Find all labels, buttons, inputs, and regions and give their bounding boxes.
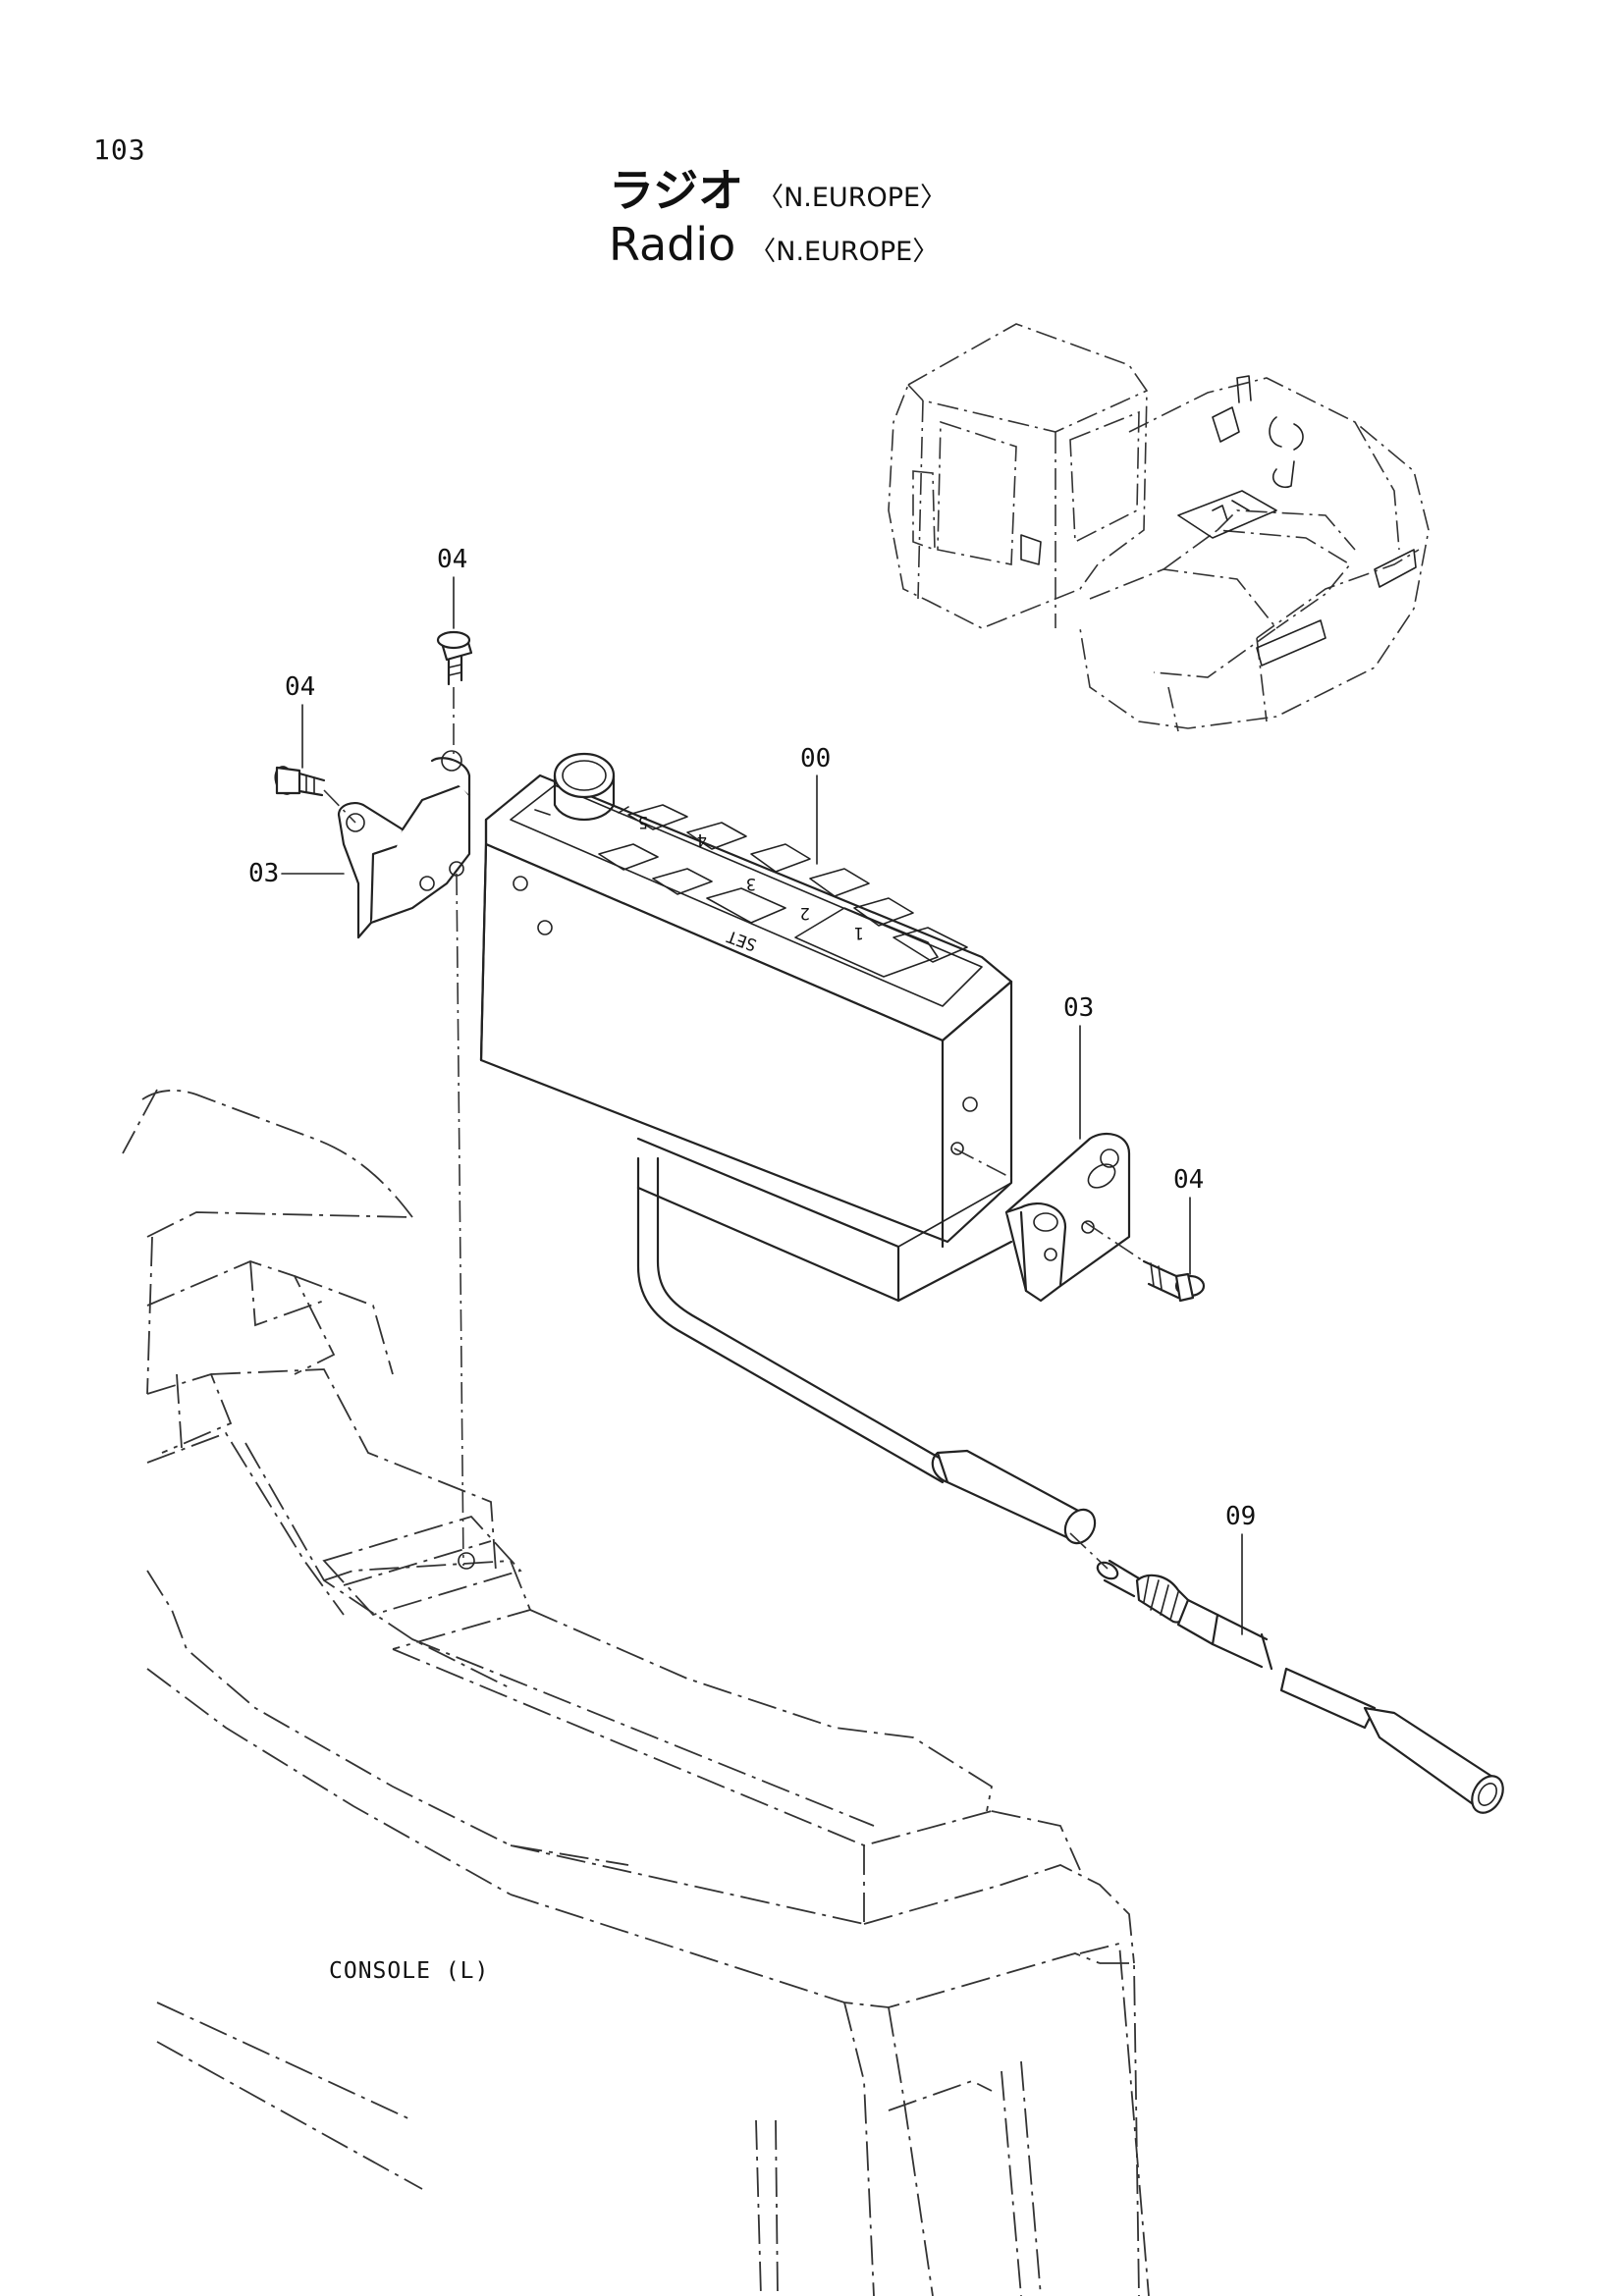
callout-bracket-right: 03 (1063, 993, 1094, 1023)
assembly-lines (323, 687, 1145, 1570)
button-4-label: 4 (697, 829, 707, 849)
callouts: 04 04 03 00 03 04 09 (248, 545, 1256, 1635)
callout-bracket-left: 03 (248, 859, 279, 888)
console-label: CONSOLE (L) (329, 1958, 489, 1984)
screw-left-icon (274, 766, 326, 797)
antenna-cable (636, 1156, 1097, 1545)
page-number: 103 (93, 133, 146, 166)
excavator-overview-icon (888, 323, 1430, 732)
title-ja-text: ラジオ (609, 164, 744, 217)
callout-screw-top: 04 (437, 545, 467, 574)
button-1-label: 1 (854, 923, 864, 942)
title-japanese: ラジオ〈N.EUROPE〉 (609, 155, 947, 220)
title-en-text: Radio (609, 218, 736, 271)
callout-screw-right: 04 (1173, 1165, 1204, 1195)
button-3-label: 3 (746, 874, 756, 893)
callout-screw-left: 04 (285, 672, 315, 702)
radio-buttons: 5 4 3 2 1 SET (598, 804, 968, 978)
title-ja-region: 〈N.EUROPE〉 (757, 183, 947, 213)
bracket-right-icon (1004, 1132, 1131, 1303)
title-en-region: 〈N.EUROPE〉 (749, 237, 940, 267)
button-5-label: 5 (638, 812, 648, 831)
screw-right-icon (1142, 1259, 1206, 1303)
bracket-left-icon (337, 750, 471, 939)
title-english: Radio 〈N.EUROPE〉 (609, 218, 939, 271)
button-2-label: 2 (800, 903, 810, 923)
callout-radio: 00 (800, 744, 831, 774)
antenna-connector-icon (1096, 1559, 1504, 1814)
console-left (122, 1089, 1150, 2296)
callout-antenna-adapter: 09 (1225, 1502, 1256, 1531)
radio-unit-icon: 5 4 3 2 1 SET (479, 752, 1013, 1303)
screw-top-icon (436, 630, 473, 686)
